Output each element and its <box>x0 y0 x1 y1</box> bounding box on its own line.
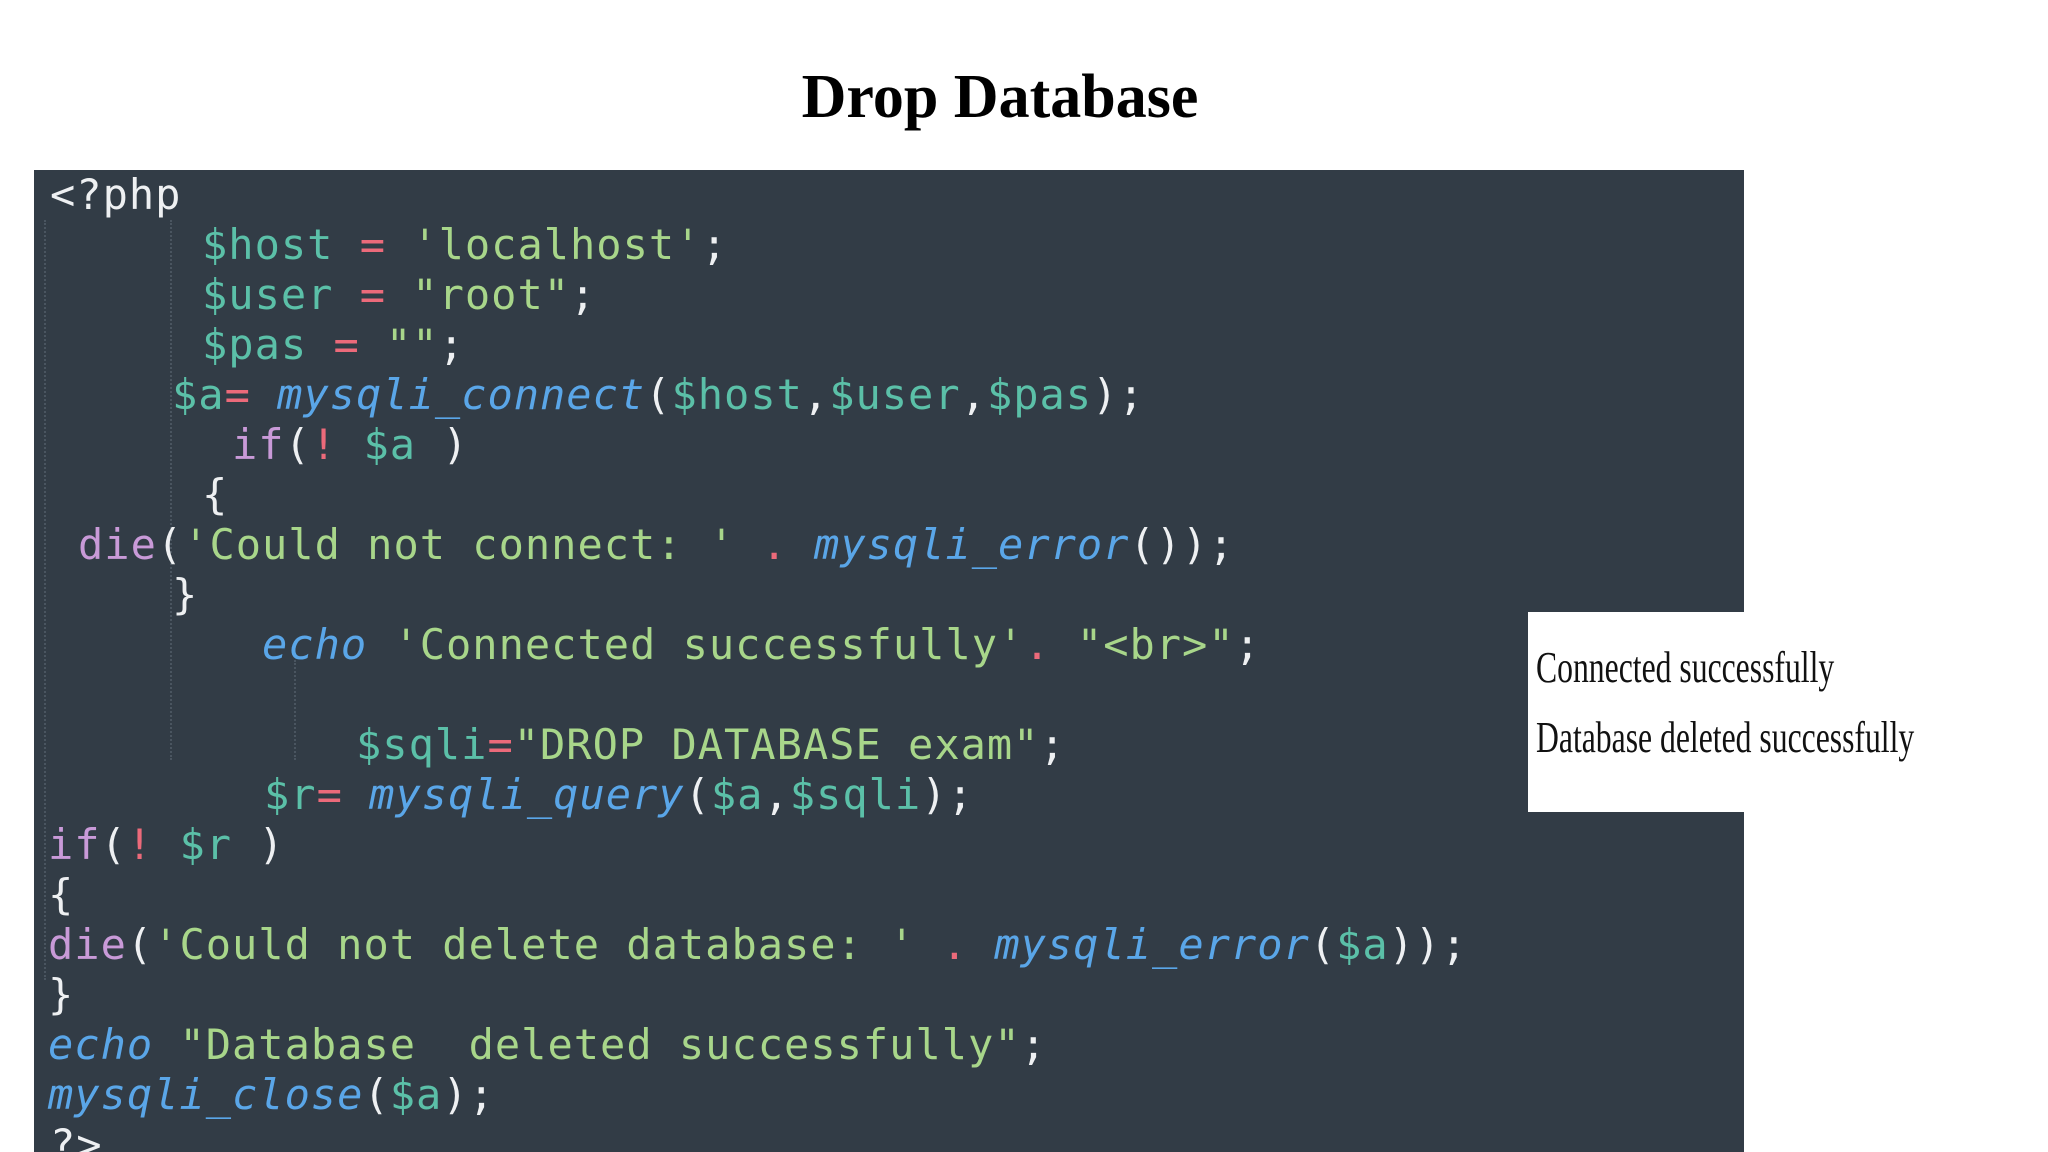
code-line-15: die('Could not delete database: ' . mysq… <box>48 920 1468 969</box>
indent-guide <box>294 660 296 760</box>
indent-guide <box>170 220 172 760</box>
code-line-7: { <box>202 470 229 519</box>
code-line-8: die('Could not connect: ' . mysqli_error… <box>78 520 1235 569</box>
code-line-13: if(! $r ) <box>48 820 285 869</box>
code-line-18: mysqli_close($a); <box>48 1070 495 1119</box>
code-line-4: $pas = ""; <box>202 320 465 369</box>
code-line-1: <?php <box>50 170 182 219</box>
code-line-2: $host = 'localhost'; <box>202 220 728 269</box>
code-line-12: $r= mysqli_query($a,$sqli); <box>264 770 974 819</box>
code-line-10: echo 'Connected successfully'. "<br>"; <box>262 620 1261 669</box>
output-panel: Connected successfully Database deleted … <box>1528 612 2048 812</box>
code-line-14: { <box>48 870 75 919</box>
code-line-19: ?> <box>50 1120 103 1152</box>
code-line-16: } <box>48 970 75 1019</box>
output-line-deleted: Database deleted successfully <box>1536 713 1915 762</box>
code-line-9: } <box>172 570 199 619</box>
code-line-3: $user = "root"; <box>202 270 597 319</box>
code-line-5: $a= mysqli_connect($host,$user,$pas); <box>172 370 1145 419</box>
code-line-11: $sqli="DROP DATABASE exam"; <box>356 720 1066 769</box>
slide-title: Drop Database <box>801 63 1199 131</box>
code-line-17: echo "Database deleted successfully"; <box>48 1020 1047 1069</box>
code-screenshot: <?php $host = 'localhost'; $user = "root… <box>34 170 1744 1152</box>
indent-guide <box>44 220 46 980</box>
code-line-6: if(! $a ) <box>232 420 469 469</box>
output-line-connected: Connected successfully <box>1536 643 1835 692</box>
